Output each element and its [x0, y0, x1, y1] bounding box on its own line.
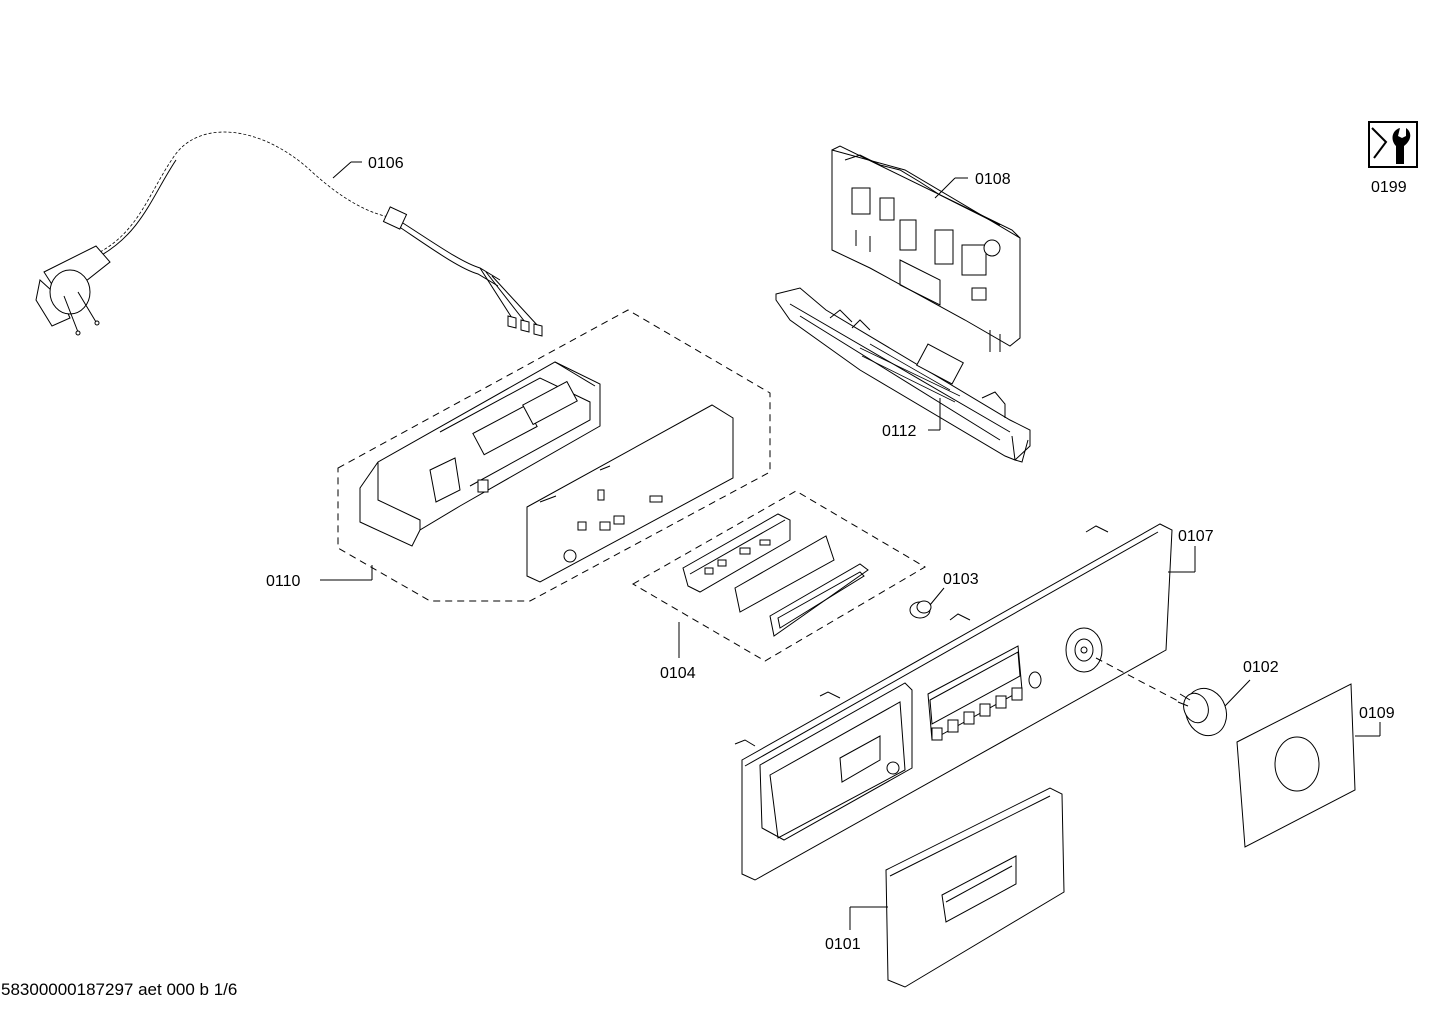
label-0106: 0106 [368, 155, 404, 172]
label-0104: 0104 [660, 665, 696, 682]
power-cord-0106 [35, 131, 543, 337]
label-0109: 0109 [1359, 705, 1395, 722]
label-0103: 0103 [943, 571, 979, 588]
cable-holder-0112 [775, 287, 1031, 463]
label-0102: 0102 [1243, 659, 1279, 676]
drawer-front-0101 [885, 787, 1065, 988]
document-footer: 58300000187297 aet 000 b 1/6 [1, 980, 238, 999]
label-0108: 0108 [975, 171, 1011, 188]
label-0101: 0101 [825, 936, 861, 953]
group-outline-0104 [631, 490, 926, 662]
trim-plate-0109 [1236, 683, 1356, 848]
knob-0102 [1177, 687, 1228, 737]
label-0107: 0107 [1178, 528, 1214, 545]
knob-axis [1095, 657, 1181, 703]
label-0110: 0110 [266, 573, 301, 590]
button-cap-0103 [909, 600, 932, 619]
display-module-0104 [682, 513, 869, 637]
module-housing [359, 361, 601, 547]
label-0199: 0199 [1371, 179, 1407, 196]
control-module-0108 [831, 145, 1021, 352]
circuit-board [526, 404, 734, 583]
group-outline-0110 [337, 309, 771, 602]
label-0112: 0112 [882, 423, 917, 440]
tool-icon [1368, 121, 1418, 168]
front-panel-0107 [734, 523, 1173, 881]
